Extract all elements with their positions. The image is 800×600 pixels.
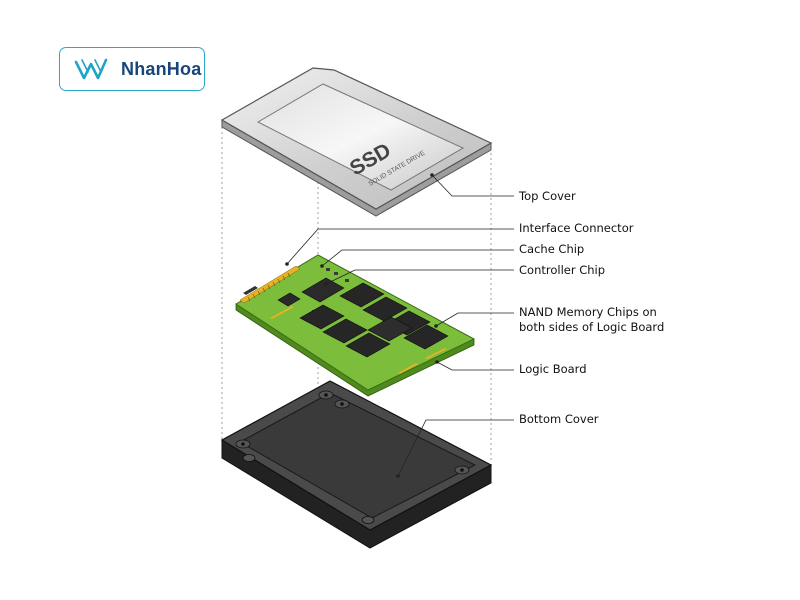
brand-name: NhanHoa xyxy=(121,59,202,79)
label-bottom-cover: Bottom Cover xyxy=(519,412,599,426)
top-cover: SSD SOLID STATE DRIVE xyxy=(220,67,493,217)
label-top-cover: Top Cover xyxy=(519,189,576,203)
nhanhoa-logo: NhanHoa xyxy=(59,47,205,91)
cache-chip xyxy=(277,292,301,307)
label-nand-line1: NAND Memory Chips on xyxy=(519,305,657,319)
label-interface-connector: Interface Connector xyxy=(519,221,634,235)
label-cache-chip: Cache Chip xyxy=(519,242,585,256)
label-controller-chip: Controller Chip xyxy=(519,263,606,277)
label-logic-board: Logic Board xyxy=(519,362,587,376)
leader-dots xyxy=(285,173,439,478)
nhanhoa-logo-mark-icon xyxy=(74,58,108,80)
nand-memory-chips xyxy=(299,282,449,358)
interface-connector xyxy=(239,265,301,304)
bottom-cover xyxy=(220,380,493,549)
controller-chip xyxy=(301,277,345,303)
label-nand-line2: both sides of Logic Board xyxy=(519,320,665,334)
logic-board xyxy=(235,254,476,397)
leader-lines xyxy=(286,174,514,477)
